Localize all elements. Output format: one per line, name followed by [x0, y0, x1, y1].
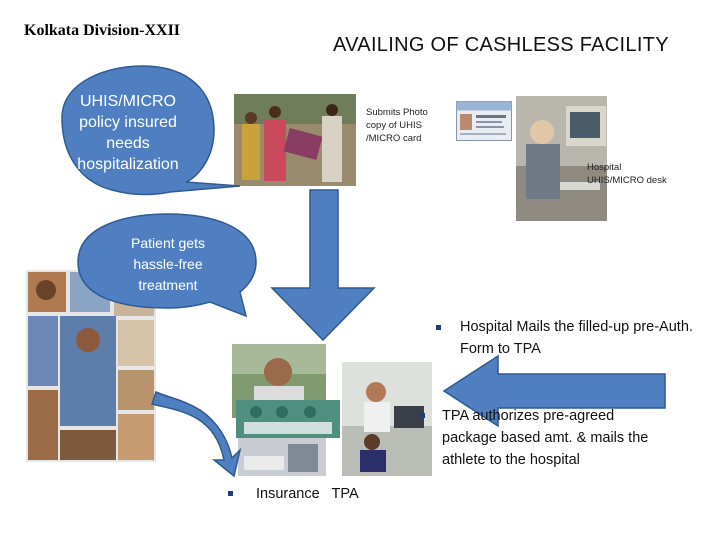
bullet-insurance-tpa: Insurance TPA: [228, 483, 428, 505]
ward-photo: [238, 438, 326, 476]
bullet-hospital-mails: Hospital Mails the filled-up pre-Auth. F…: [436, 316, 712, 360]
hospital-desk-label: Hospital UHIS/MICRO desk: [587, 162, 667, 186]
id-card-image: [456, 101, 512, 141]
patient-callout-shape: [77, 213, 257, 318]
square-bullet-icon: [436, 325, 441, 330]
operation-theatre-photo: [236, 400, 340, 438]
left-arrow: [442, 354, 666, 428]
insured-callout-text: UHIS/MICRO policy insured needs hospital…: [77, 93, 179, 173]
square-bullet-icon: [420, 413, 425, 418]
crowd-photo: [234, 94, 356, 186]
page-title: AVAILING OF CASHLESS FACILITY: [333, 34, 669, 56]
bullet-insurance-tpa-text: Insurance TPA: [256, 486, 359, 502]
square-bullet-icon: [228, 491, 233, 496]
bullet-tpa-authorizes: TPA authorizes pre-agreed package based …: [420, 405, 660, 471]
submits-photo-label: Submits Photo copy of UHIS /MICRO card: [366, 107, 428, 144]
hospital-desk-photo: [516, 96, 607, 221]
bullet-tpa-authorizes-text: TPA authorizes pre-agreed package based …: [442, 408, 649, 468]
insured-callout-shape: [61, 65, 241, 196]
curved-arrow: [151, 390, 242, 478]
division-label: Kolkata Division-XXII: [24, 22, 181, 39]
office-staff-photo: [342, 362, 432, 476]
bullet-hospital-mails-text: Hospital Mails the filled-up pre-Auth. F…: [460, 319, 693, 357]
patient-callout-text: Patient gets hassle-free treatment: [131, 235, 205, 293]
down-arrow: [270, 189, 376, 342]
